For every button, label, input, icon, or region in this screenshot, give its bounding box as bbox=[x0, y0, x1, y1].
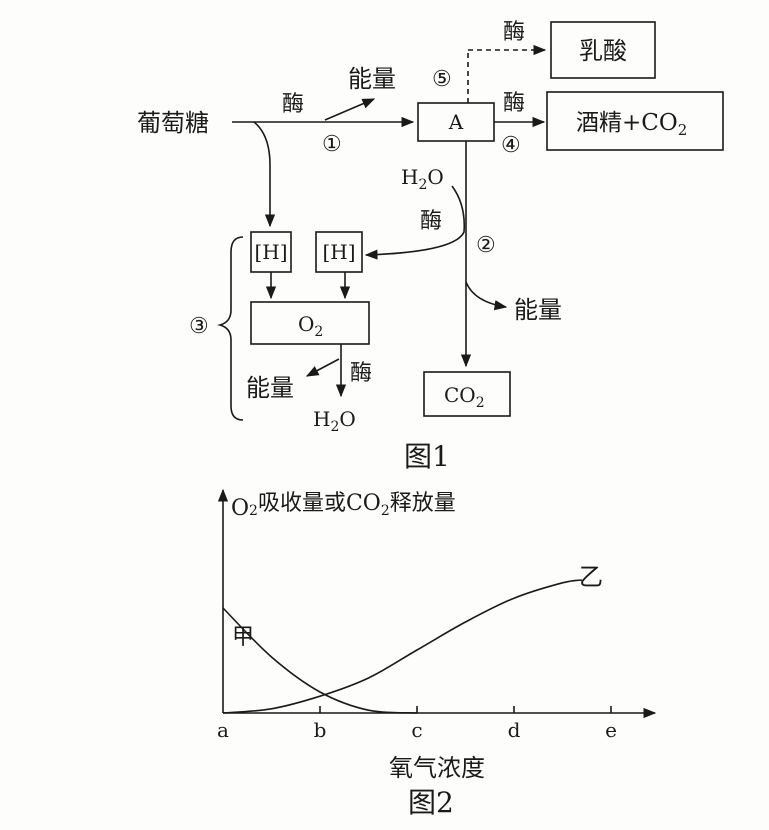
curve-jia bbox=[222, 607, 418, 714]
enzyme-label-1: 酶 bbox=[282, 92, 304, 117]
x-tick-label-c: c bbox=[411, 718, 422, 742]
H-label-left: [H] bbox=[254, 240, 287, 264]
H-box-right bbox=[315, 231, 363, 273]
h2o-label-bottom: H2O bbox=[313, 407, 356, 435]
figure2-caption: 图2 bbox=[408, 786, 454, 819]
co2-label: CO2 bbox=[444, 383, 485, 411]
step3-brace bbox=[216, 236, 244, 421]
h2o-label-top: H2O bbox=[401, 165, 444, 193]
co2-box bbox=[423, 371, 511, 417]
step1-marker: ① bbox=[322, 132, 342, 157]
curve-jia-label: 甲 bbox=[232, 625, 254, 650]
curve-yi-label: 乙 bbox=[579, 563, 603, 591]
enzyme-label-2: 酶 bbox=[420, 209, 442, 234]
energy-label-3: 能量 bbox=[246, 374, 294, 402]
y-axis-label: O2吸收量或CO2释放量 bbox=[231, 491, 456, 521]
alcohol-co2-box bbox=[546, 91, 724, 151]
o2-box bbox=[250, 301, 370, 345]
step3-marker: ③ bbox=[189, 314, 209, 339]
lactic-acid-label: 乳酸 bbox=[579, 37, 627, 65]
enzyme-label-3: 酶 bbox=[350, 361, 372, 386]
x-axis-label: 氧气浓度 bbox=[389, 754, 485, 782]
figure2-chart: O2吸收量或CO2释放量 a b c d e 甲 乙 氧气浓度 图2 bbox=[217, 488, 657, 819]
arrow-h2o-to-H bbox=[364, 185, 466, 260]
enzyme-label-4: 酶 bbox=[503, 91, 525, 116]
arrow-energy-2 bbox=[465, 281, 508, 311]
A-label: A bbox=[448, 110, 464, 134]
x-ticks: a b c d e bbox=[217, 706, 617, 742]
arrow-glucose-to-H bbox=[253, 121, 276, 228]
glucose-label: 葡萄糖 bbox=[137, 109, 209, 137]
step5-marker: ⑤ bbox=[432, 67, 452, 92]
H-label-right: [H] bbox=[322, 240, 355, 264]
x-tick-label-b: b bbox=[314, 718, 327, 742]
lactic-acid-box bbox=[550, 21, 656, 79]
energy-label-1: 能量 bbox=[348, 65, 396, 93]
alcohol-co2-label: 酒精+CO2 bbox=[576, 110, 687, 139]
curve-yi bbox=[222, 579, 583, 714]
x-tick-label-e: e bbox=[605, 718, 617, 742]
step2-marker: ② bbox=[476, 233, 496, 258]
x-tick-label-d: d bbox=[508, 718, 521, 742]
figure1-diagram: 葡萄糖 酶 能量 ① A 酶 ⑤ 乳酸 酶 ④ 酒精+CO2 [H] [H] H… bbox=[137, 20, 724, 473]
arrow-energy-3 bbox=[305, 358, 340, 377]
x-tick-label-a: a bbox=[217, 718, 229, 742]
figure1-caption: 图1 bbox=[404, 440, 450, 473]
step4-marker: ④ bbox=[501, 133, 521, 158]
enzyme-label-5: 酶 bbox=[503, 20, 525, 45]
energy-label-2: 能量 bbox=[514, 296, 562, 324]
o2-label: O2 bbox=[298, 312, 323, 340]
arrow-energy-1 bbox=[324, 98, 376, 121]
